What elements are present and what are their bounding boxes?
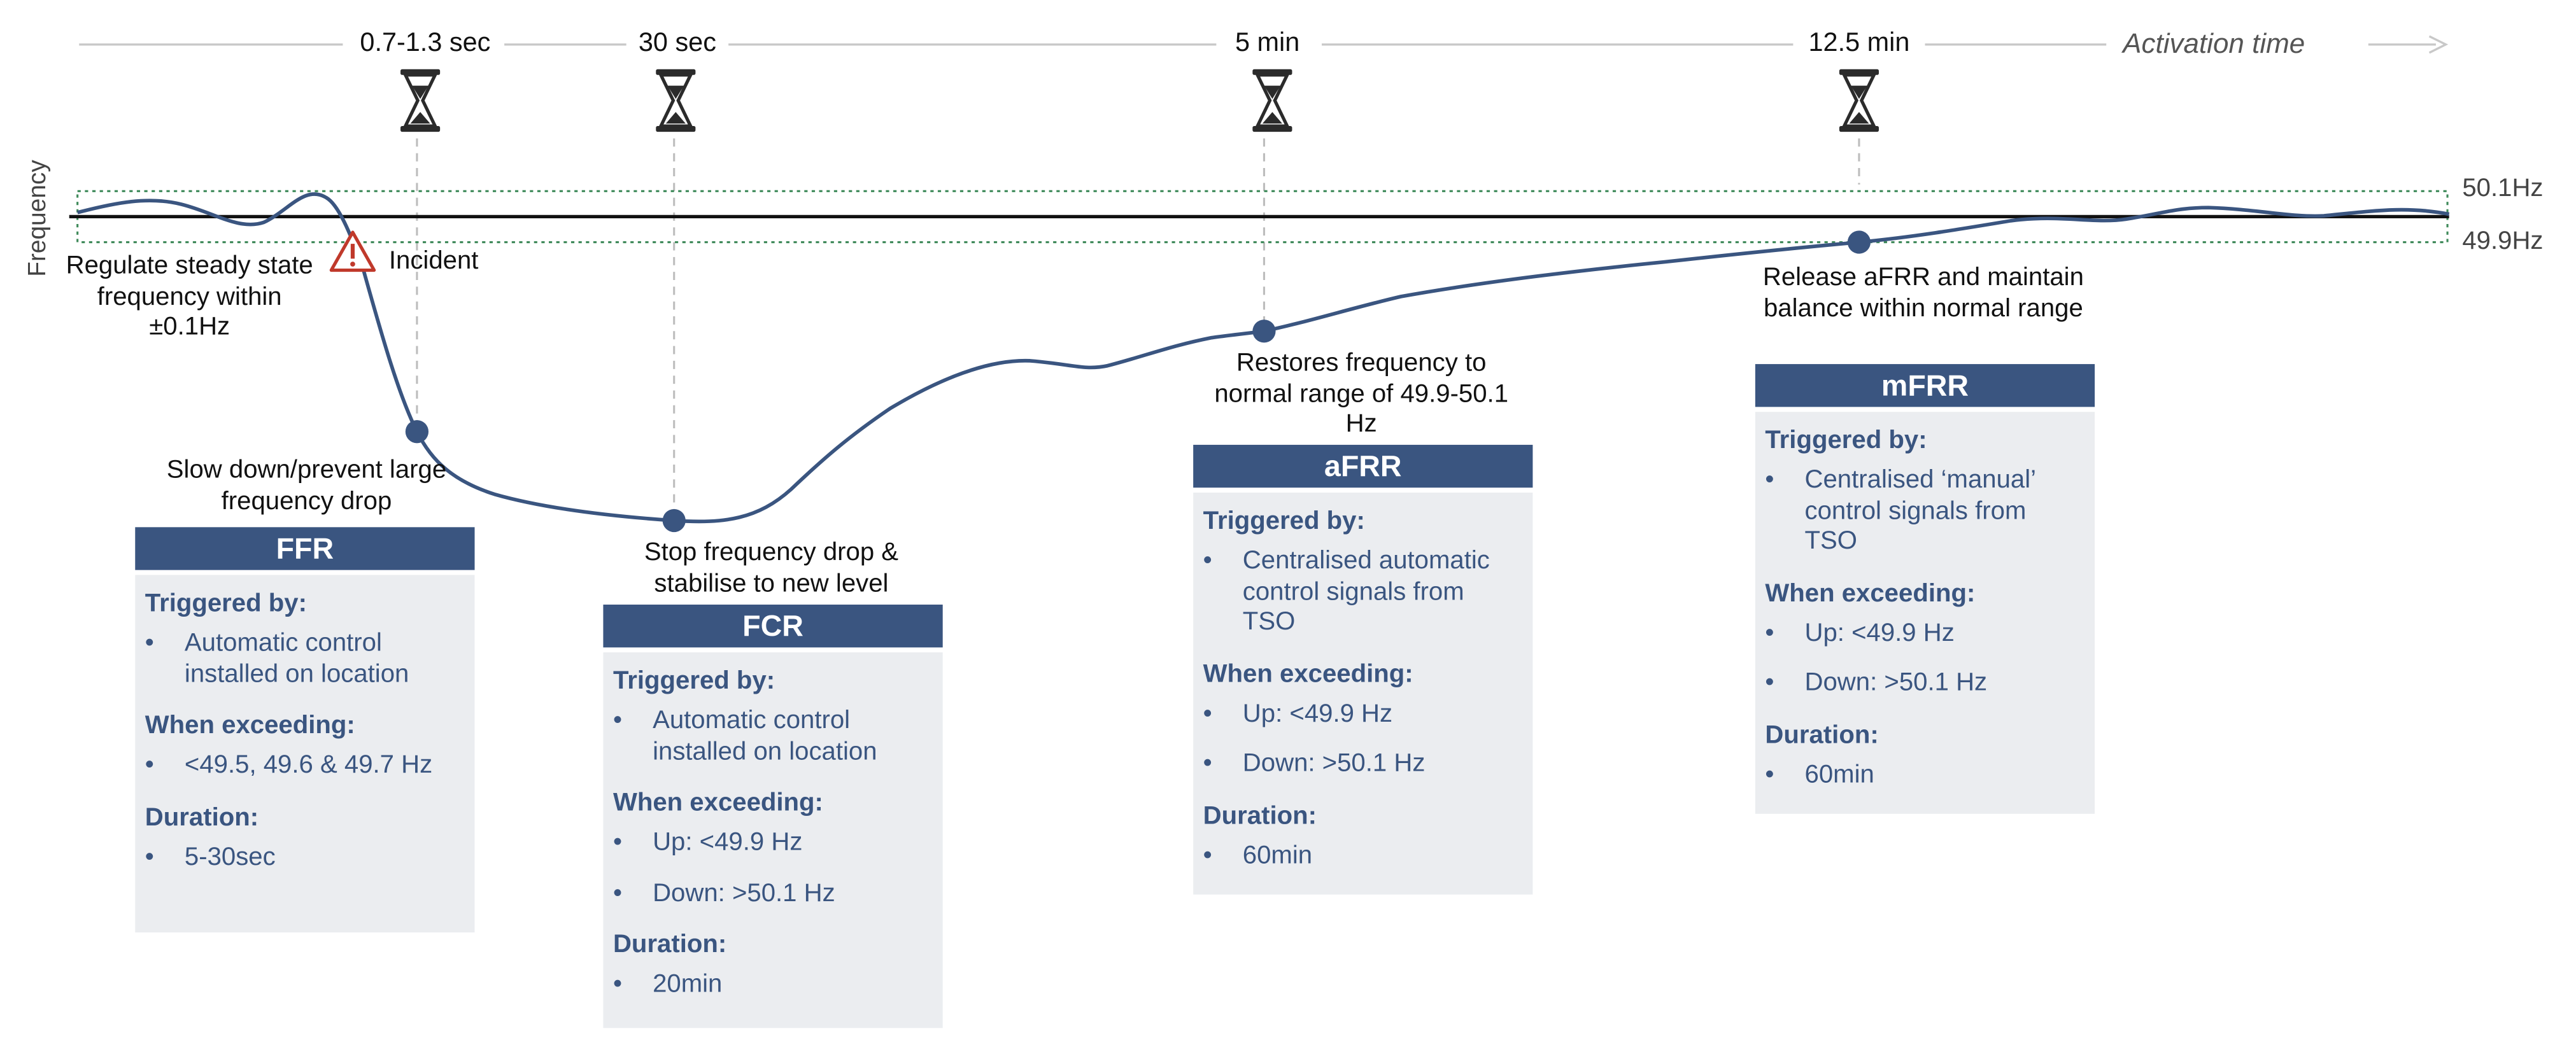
duration-heading: Duration: [1765, 720, 1879, 749]
mfrr-card: mFRR Triggered by: •Centralised ‘manual’… [1755, 364, 2095, 814]
list-item: •Down: >50.1 Hz [1203, 749, 1426, 778]
milestone-label: 12.5 min [1808, 29, 1910, 58]
list-item: •5-30sec [145, 843, 276, 871]
y-axis-label: Frequency [24, 160, 52, 277]
triggered-heading: Triggered by: [1203, 507, 1365, 536]
exceeding-heading: When exceeding: [145, 712, 355, 740]
hourglass-icon [656, 69, 696, 132]
milestone-guides [416, 138, 1860, 511]
list-item: •60min [1203, 841, 1313, 869]
timeline-arrow-icon [2428, 35, 2449, 54]
list-item: •Up: <49.9 Hz [612, 829, 803, 857]
activation-point-fcr [662, 508, 686, 533]
activation-point-mfrr [1847, 230, 1871, 254]
card-body: Triggered by: •Automatic control install… [603, 652, 943, 1028]
card-body: Triggered by: •Centralised automatic con… [1193, 492, 1533, 895]
x-axis-label: Activation time [2123, 28, 2305, 60]
card-body: Triggered by: •Automatic control install… [135, 575, 475, 933]
steady-state-note: Regulate steady state frequency within ±… [66, 252, 313, 341]
exceeding-heading: When exceeding: [612, 789, 823, 817]
hourglass-icon [400, 69, 441, 132]
duration-heading: Duration: [1203, 801, 1317, 830]
ffr-card: FFR Triggered by: •Automatic control ins… [135, 527, 475, 933]
duration-heading: Duration: [612, 930, 727, 959]
ffr-annotation: Slow down/prevent large frequency drop [166, 456, 447, 515]
list-item: •60min [1765, 760, 1874, 789]
hourglass-icon [1252, 69, 1292, 132]
warning-icon [329, 230, 376, 272]
fcr-annotation: Stop frequency drop & stabilise to new l… [644, 538, 899, 598]
list-item: •Down: >50.1 Hz [612, 879, 835, 908]
activation-point-afrr [1252, 319, 1276, 343]
lower-band-label: 49.9Hz [2462, 227, 2544, 256]
incident-label: Incident [388, 247, 479, 276]
exceeding-heading: When exceeding: [1765, 579, 1976, 607]
list-item: •Automatic control installed on location [145, 629, 409, 688]
card-title: aFRR [1193, 444, 1533, 488]
list-item: •20min [612, 970, 723, 999]
hourglass-icon [1839, 69, 1879, 132]
card-body: Triggered by: •Centralised ‘manual’ cont… [1755, 412, 2095, 814]
list-item: •Up: <49.9 Hz [1765, 619, 1955, 647]
list-item: •Centralised automatic control signals f… [1203, 547, 1490, 636]
mfrr-annotation: Release aFRR and maintain balance within… [1762, 263, 2084, 323]
activation-point-ffr [405, 420, 429, 444]
milestone-label: 30 sec [638, 29, 716, 58]
triggered-heading: Triggered by: [145, 589, 307, 618]
card-title: FCR [603, 605, 943, 648]
list-item: •<49.5, 49.6 & 49.7 Hz [145, 751, 433, 780]
list-item: •Down: >50.1 Hz [1765, 668, 1988, 697]
upper-band-label: 50.1Hz [2462, 174, 2544, 203]
milestone-label: 5 min [1235, 29, 1300, 58]
fcr-card: FCR Triggered by: •Automatic control ins… [603, 605, 943, 1028]
list-item: •Centralised ‘manual’ control signals fr… [1765, 466, 2035, 556]
afrr-annotation: Restores frequency to normal range of 49… [1214, 349, 1509, 438]
list-item: •Up: <49.9 Hz [1203, 699, 1393, 727]
exceeding-heading: When exceeding: [1203, 659, 1413, 688]
triggered-heading: Triggered by: [1765, 426, 1927, 455]
card-title: mFRR [1755, 364, 2095, 407]
list-item: •Automatic control installed on location [612, 706, 877, 766]
afrr-card: aFRR Triggered by: •Centralised automati… [1193, 444, 1533, 895]
triggered-heading: Triggered by: [612, 667, 775, 696]
card-title: FFR [135, 527, 475, 570]
milestone-label: 0.7-1.3 sec [360, 29, 491, 58]
duration-heading: Duration: [145, 803, 259, 831]
